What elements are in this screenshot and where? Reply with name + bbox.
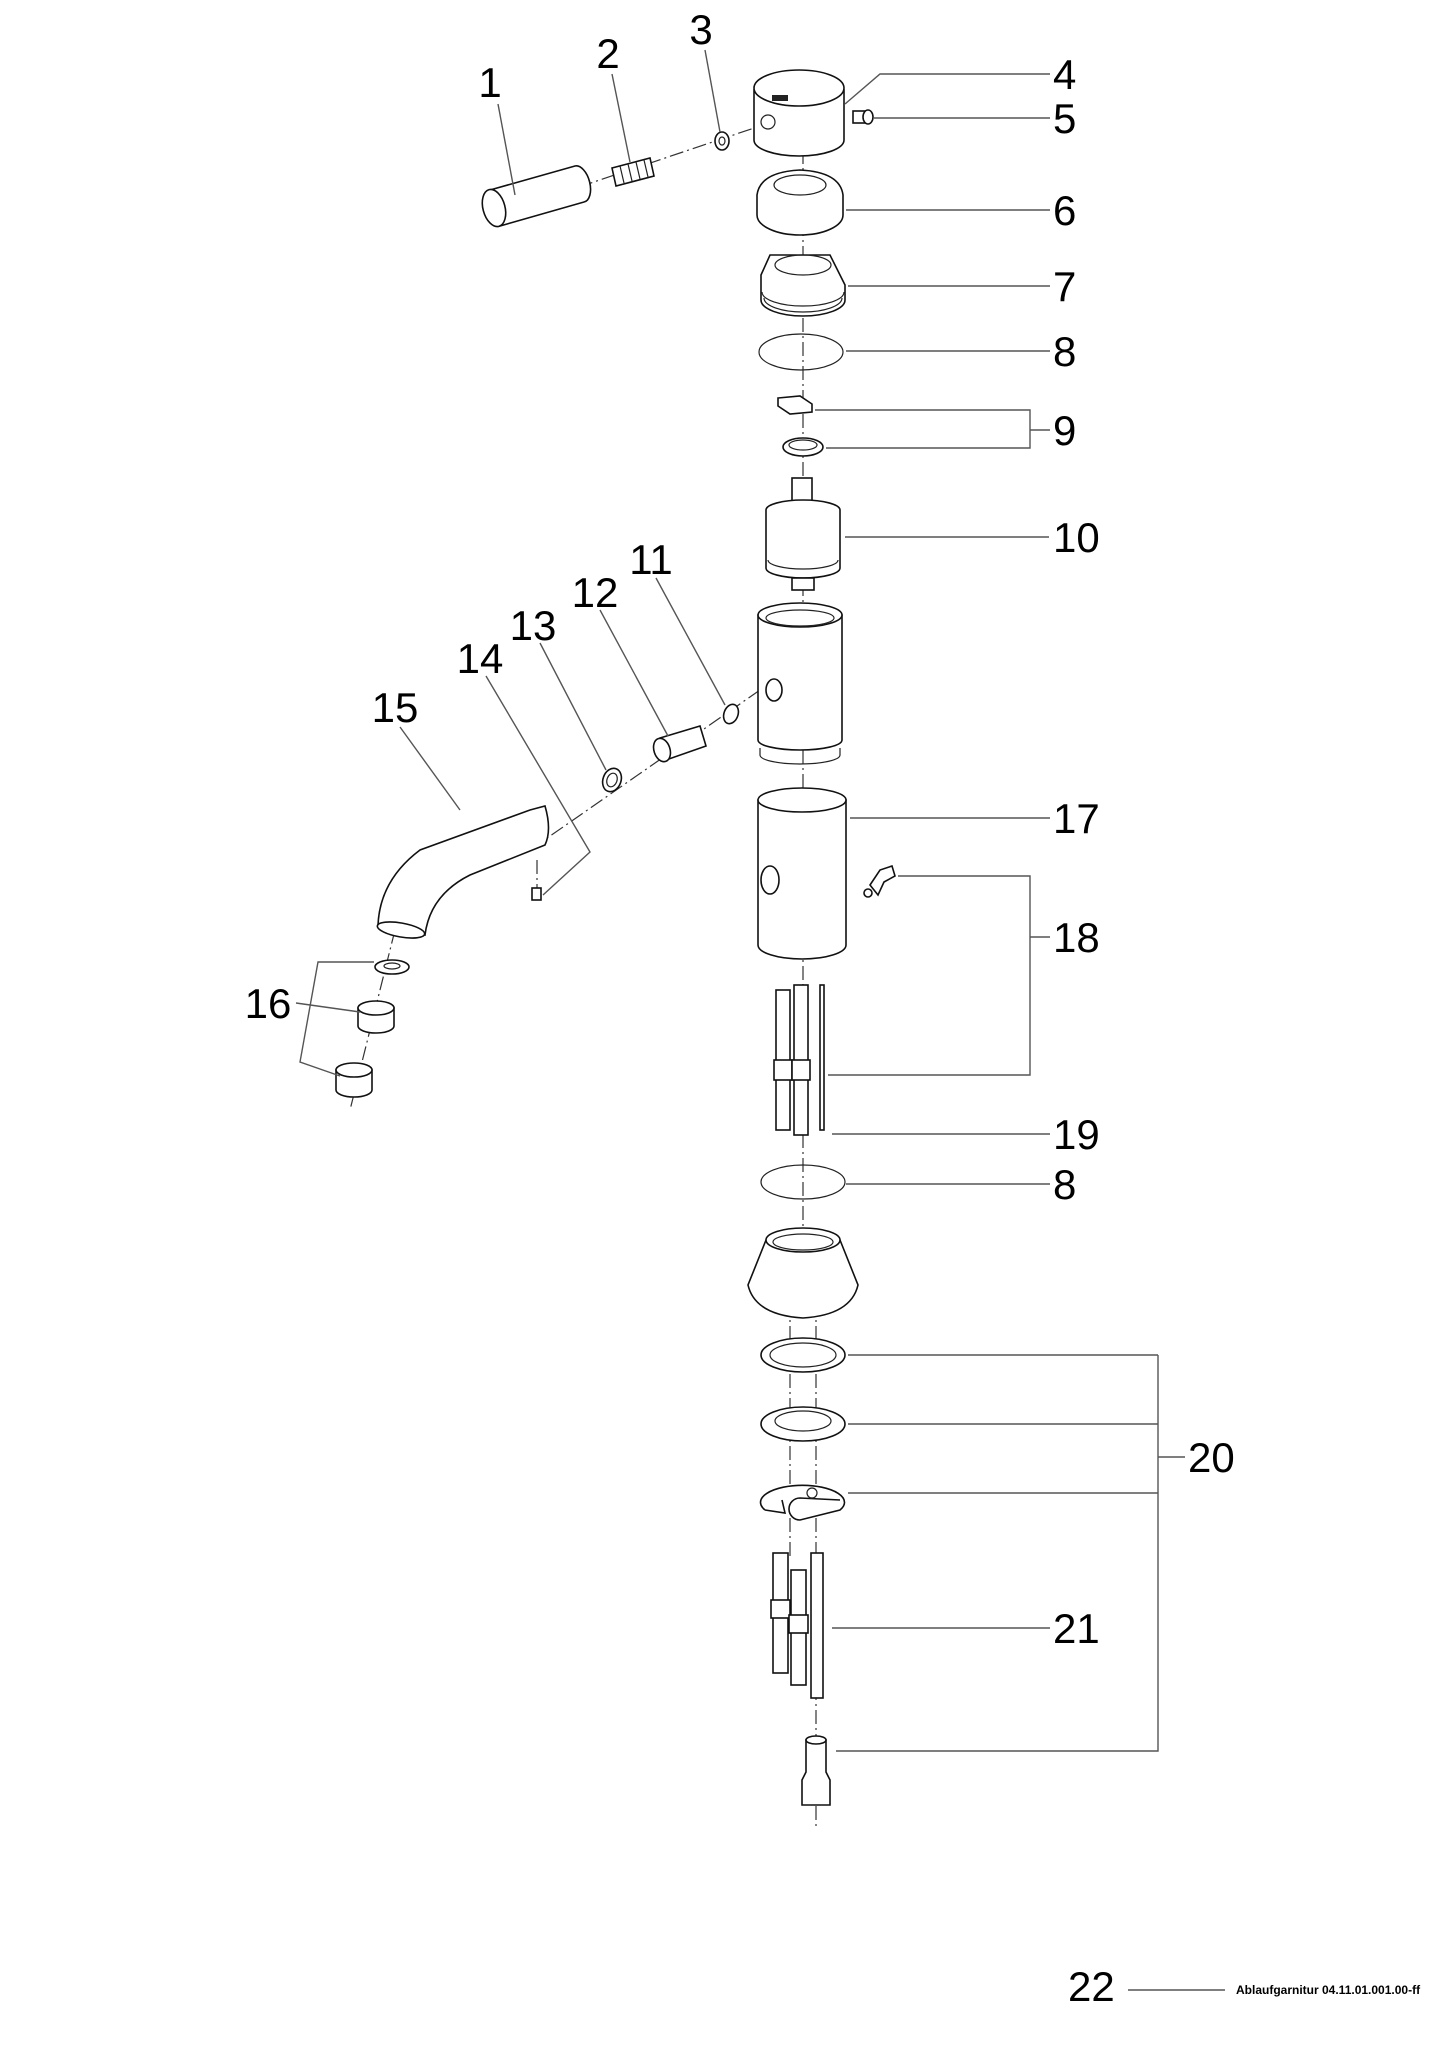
part-5-screw bbox=[852, 109, 874, 125]
label-6: 6 bbox=[1053, 187, 1076, 234]
label-3: 3 bbox=[689, 6, 712, 53]
part-3-nut bbox=[714, 131, 730, 151]
escutcheon-cone bbox=[747, 1227, 859, 1319]
label-10: 10 bbox=[1053, 514, 1100, 561]
label-1: 1 bbox=[478, 59, 501, 106]
label-11: 11 bbox=[629, 536, 673, 583]
label-8-bottom: 8 bbox=[1053, 1161, 1076, 1208]
label-19: 19 bbox=[1053, 1111, 1100, 1158]
label-8: 8 bbox=[1053, 328, 1076, 375]
part-20-mounting-set bbox=[759, 1337, 846, 1806]
part-7-hex-nut bbox=[760, 254, 846, 317]
assembly-axes bbox=[349, 124, 817, 1830]
label-21: 21 bbox=[1053, 1605, 1100, 1652]
part-13-washer bbox=[601, 767, 623, 793]
part-15-spout bbox=[376, 805, 550, 939]
label-7: 7 bbox=[1053, 263, 1076, 310]
label-14: 14 bbox=[457, 635, 504, 682]
part-9-clip-and-ring bbox=[777, 395, 824, 457]
drawing-caption: Ablaufgarnitur 04.11.01.001.00-ff bbox=[1236, 1983, 1421, 1997]
label-18: 18 bbox=[1053, 914, 1100, 961]
part-18-lever bbox=[863, 864, 896, 898]
part-21-connection-hoses bbox=[770, 1552, 824, 1699]
label-5: 5 bbox=[1053, 95, 1076, 142]
part-16-aerator-set bbox=[335, 959, 410, 1098]
label-20: 20 bbox=[1188, 1434, 1235, 1481]
part-1-handle bbox=[481, 165, 592, 228]
label-22: 22 bbox=[1068, 1963, 1115, 2010]
part-19-supply-hoses bbox=[773, 984, 825, 1136]
label-9: 9 bbox=[1053, 407, 1076, 454]
label-16: 16 bbox=[245, 980, 292, 1027]
part-2-spring bbox=[611, 157, 655, 187]
part-number-labels: 1 2 3 4 5 6 7 8 9 10 11 12 13 14 15 16 1… bbox=[245, 6, 1421, 2010]
label-2: 2 bbox=[596, 30, 619, 77]
label-15: 15 bbox=[372, 684, 419, 731]
part-4-knob bbox=[753, 69, 845, 157]
part-17-sleeve bbox=[757, 787, 847, 960]
label-12: 12 bbox=[572, 569, 619, 616]
mixer-body bbox=[757, 602, 843, 765]
label-13: 13 bbox=[510, 602, 557, 649]
part-6-cap bbox=[756, 169, 844, 236]
part-14-grub-screw bbox=[531, 887, 542, 901]
label-4: 4 bbox=[1053, 51, 1076, 98]
leader-lines bbox=[295, 49, 1225, 1991]
part-11-washer bbox=[722, 703, 740, 725]
part-8-o-ring-bottom bbox=[760, 1164, 846, 1200]
label-17: 17 bbox=[1053, 795, 1100, 842]
part-10-cartridge bbox=[765, 477, 841, 591]
part-8-o-ring-top bbox=[758, 333, 844, 371]
part-12-flow-insert bbox=[652, 725, 707, 763]
